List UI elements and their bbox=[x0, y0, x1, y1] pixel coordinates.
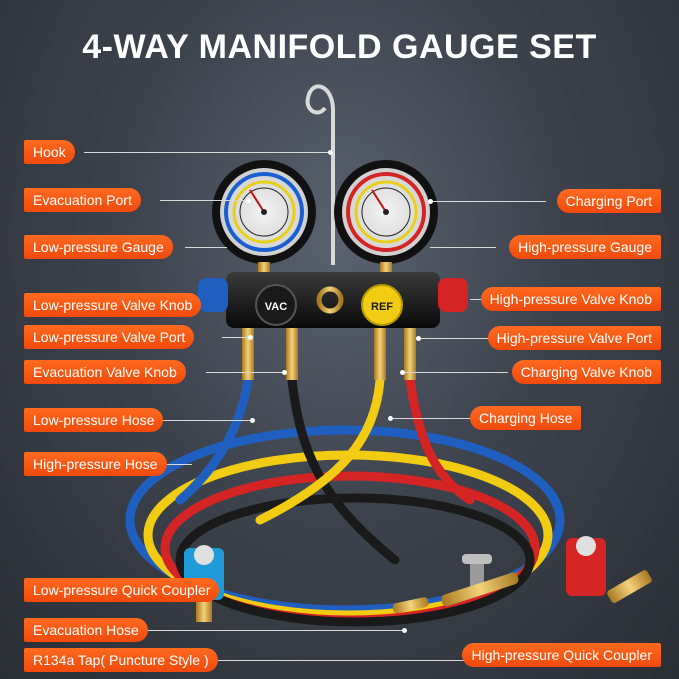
high-pressure-hose-lead bbox=[160, 464, 192, 465]
charging-port-dot bbox=[428, 199, 433, 204]
page-title: 4-WAY MANIFOLD GAUGE SET bbox=[82, 28, 597, 66]
charging-valve-knob-lead bbox=[402, 372, 508, 373]
label-low-pressure-hose: Low-pressure Hose bbox=[24, 408, 164, 432]
evacuation-port-dot bbox=[246, 198, 251, 203]
label-low-pressure-quick-coupler: Low-pressure Quick Coupler bbox=[24, 578, 220, 602]
high-pressure-valve-port-dot bbox=[416, 336, 421, 341]
evacuation-hose-loop bbox=[175, 493, 535, 627]
evacuation-hose-dot bbox=[402, 628, 407, 633]
high-pressure-gauge bbox=[334, 160, 438, 264]
label-hook: Hook bbox=[24, 140, 75, 164]
evacuation-hose-lead bbox=[140, 630, 404, 631]
yellow-hose-drop bbox=[255, 375, 385, 525]
evacuation-valve-knob-lead bbox=[206, 372, 284, 373]
label-charging-valve-knob: Charging Valve Knob bbox=[511, 360, 661, 384]
label-high-pressure-hose: High-pressure Hose bbox=[24, 452, 167, 476]
hook-lead bbox=[84, 152, 330, 153]
label-r134a-tap: R134a Tap( Puncture Style ) bbox=[24, 648, 218, 672]
ref-knob-text: REF bbox=[371, 301, 393, 313]
low-pressure-gauge-lead bbox=[185, 247, 227, 248]
charging-hose-dot bbox=[388, 416, 393, 421]
hook-dot bbox=[328, 150, 333, 155]
label-low-pressure-valve-knob: Low-pressure Valve Knob bbox=[24, 293, 202, 317]
high-pressure-valve-knob bbox=[438, 278, 468, 312]
high-pressure-valve-port bbox=[404, 328, 416, 380]
label-evacuation-valve-knob: Evacuation Valve Knob bbox=[24, 360, 186, 384]
r134a-tap-lead bbox=[208, 660, 470, 661]
label-high-pressure-quick-coupler: High-pressure Quick Coupler bbox=[462, 643, 661, 667]
evacuation-port-fitting bbox=[286, 328, 298, 380]
red-hose-drop bbox=[405, 375, 475, 505]
low-pressure-gauge bbox=[212, 160, 316, 264]
high-pressure-quick-coupler bbox=[566, 536, 652, 604]
label-low-pressure-valve-port: Low-pressure Valve Port bbox=[24, 325, 195, 349]
evacuation-hose-fitting bbox=[392, 597, 429, 614]
charging-valve-knob bbox=[361, 284, 403, 326]
low-pressure-valve-port-lead bbox=[222, 337, 250, 338]
charging-port-fitting bbox=[374, 328, 386, 380]
label-high-pressure-valve-knob: High-pressure Valve Knob bbox=[480, 287, 661, 311]
label-high-pressure-gauge: High-pressure Gauge bbox=[509, 235, 661, 259]
evacuation-valve-knob-dot bbox=[282, 370, 287, 375]
low-pressure-hose-lead bbox=[160, 420, 252, 421]
label-high-pressure-valve-port: High-pressure Valve Port bbox=[487, 326, 661, 350]
vac-knob-text: VAC bbox=[265, 301, 287, 313]
label-charging-hose: Charging Hose bbox=[470, 406, 582, 430]
high-pressure-valve-port-lead bbox=[418, 338, 498, 339]
high-pressure-valve-knob-lead bbox=[470, 299, 488, 300]
label-evacuation-port: Evacuation Port bbox=[24, 188, 141, 212]
charging-valve-knob-dot bbox=[400, 370, 405, 375]
charging-hose-lead bbox=[390, 418, 470, 419]
label-evacuation-hose: Evacuation Hose bbox=[24, 618, 148, 642]
evacuation-port-lead bbox=[160, 200, 248, 201]
evacuation-valve-knob bbox=[255, 284, 297, 326]
low-pressure-hose-dot bbox=[250, 418, 255, 423]
label-charging-port: Charging Port bbox=[556, 189, 661, 213]
charging-port-lead bbox=[430, 201, 546, 202]
black-hose-drop bbox=[287, 375, 400, 565]
low-pressure-hose bbox=[125, 425, 565, 615]
blue-hose-drop bbox=[175, 375, 253, 505]
label-low-pressure-gauge: Low-pressure Gauge bbox=[24, 235, 173, 259]
low-pressure-valve-port-dot bbox=[248, 335, 253, 340]
low-pressure-valve-port bbox=[242, 328, 254, 380]
r134a-tap bbox=[441, 554, 519, 607]
hook bbox=[305, 84, 335, 265]
high-pressure-gauge-lead bbox=[430, 247, 496, 248]
low-pressure-valve-knob bbox=[198, 278, 228, 312]
center-port bbox=[316, 286, 344, 314]
